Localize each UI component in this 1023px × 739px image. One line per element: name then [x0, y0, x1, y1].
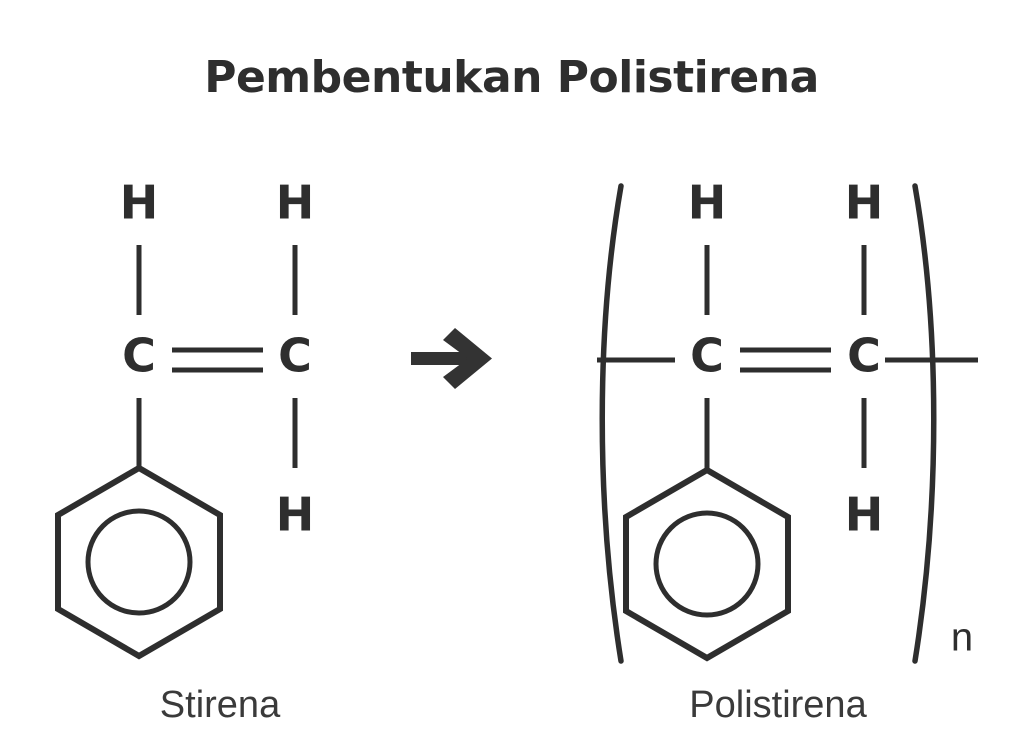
polystyrene-c-left-label: C: [690, 329, 724, 383]
styrene-c-right-label: C: [278, 329, 312, 383]
polymer-repeat-subscript: n: [951, 616, 973, 660]
polystyrene-repeat-unit: H H C C H n: [597, 176, 978, 726]
styrene-h-bottom-right-label: H: [276, 488, 315, 542]
styrene-h-top-right-label: H: [276, 176, 315, 230]
benzene-ring-icon: [55, 464, 223, 660]
styrene-c-left-label: C: [122, 329, 156, 383]
polystyrene-caption: Polistirena: [689, 684, 867, 726]
polymer-parenthesis-icon: [599, 183, 937, 664]
polystyrene-h-top-left-label: H: [688, 176, 727, 230]
styrene-h-top-left-label: H: [120, 176, 159, 230]
right-arrow-icon: [411, 328, 492, 389]
styrene-monomer: H H C C H Stir: [55, 176, 315, 726]
polystyrene-c-right-label: C: [847, 329, 881, 383]
polystyrene-h-top-right-label: H: [845, 176, 884, 230]
styrene-caption: Stirena: [160, 684, 281, 726]
page-title: Pembentukan Polistirena: [204, 52, 819, 103]
styrene-double-bond: [172, 347, 263, 373]
polystyrene-h-bottom-right-label: H: [845, 488, 884, 542]
polystyrene-double-bond: [740, 347, 831, 373]
benzene-ring-icon: [623, 466, 791, 662]
